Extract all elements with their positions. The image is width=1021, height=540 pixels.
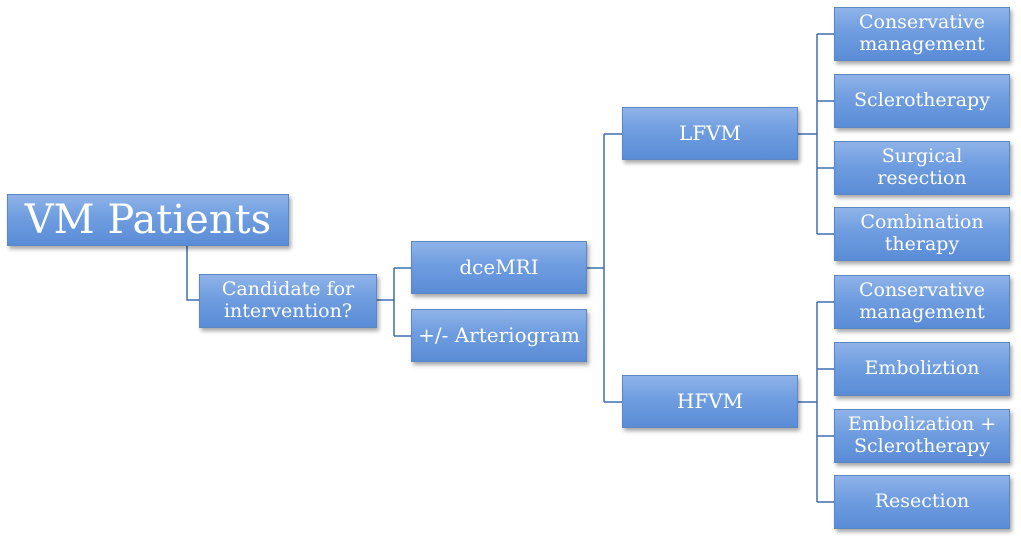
connector-dcemri-types (587, 133, 622, 403)
node-dcemri-label: dceMRI (459, 255, 539, 279)
node-lfvm-conservative-management: Conservative management (834, 7, 1010, 61)
node-hfvm: HFVM (622, 375, 798, 428)
node-vm-patients-label: VM Patients (24, 197, 272, 243)
node-lfvm-combination-therapy: Combination therapy (834, 207, 1010, 261)
node-hfvm-conservative-management: Conservative management (834, 275, 1010, 329)
node-hfvm-label: HFVM (676, 389, 744, 413)
node-hfvm-option-label: Conservative management (858, 279, 986, 323)
node-lfvm-option-label: Conservative management (858, 11, 986, 55)
node-lfvm-surgical-resection: Surgical resection (834, 141, 1010, 195)
node-lfvm: LFVM (622, 107, 798, 160)
node-vm-patients: VM Patients (7, 194, 289, 246)
connector-candidate-imaging (377, 267, 411, 337)
node-arteriogram-label: +/- Arteriogram (418, 323, 580, 347)
node-lfvm-option-label: Surgical resection (877, 145, 967, 189)
node-hfvm-resection: Resection (834, 475, 1010, 529)
node-lfvm-option-label: Combination therapy (860, 211, 984, 255)
node-lfvm-option-label: Sclerotherapy (854, 89, 990, 112)
node-dcemri: dceMRI (411, 241, 587, 294)
connector-hfvm-options (798, 301, 834, 503)
node-candidate-for-intervention: Candidate for intervention? (199, 274, 377, 328)
node-hfvm-embolization-sclerotherapy: Embolization + Sclerotherapy (834, 409, 1010, 463)
connector-root-candidate (186, 246, 199, 301)
node-arteriogram: +/- Arteriogram (411, 309, 587, 362)
connector-lfvm-options (798, 33, 834, 235)
node-hfvm-option-label: Resection (874, 490, 970, 513)
node-lfvm-sclerotherapy: Sclerotherapy (834, 74, 1010, 128)
node-hfvm-option-label: Emboliztion (864, 357, 980, 380)
node-candidate-label: Candidate for intervention? (221, 278, 355, 322)
node-hfvm-option-label: Embolization + Sclerotherapy (847, 413, 997, 457)
node-lfvm-label: LFVM (678, 121, 742, 145)
node-hfvm-embolization: Emboliztion (834, 342, 1010, 396)
